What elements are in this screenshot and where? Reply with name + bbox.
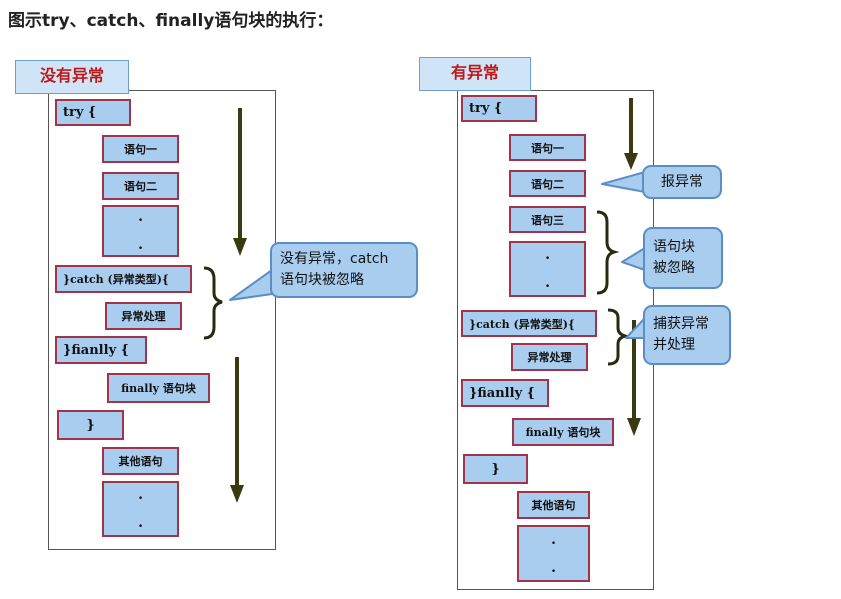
right-catch-bubble: 捕获异常 并处理 bbox=[643, 305, 731, 365]
ellipsis-dot: . bbox=[138, 487, 143, 503]
bubble-line: 语句块被忽略 bbox=[280, 272, 364, 288]
bubble-line: 捕获异常 bbox=[653, 316, 709, 332]
left-panel-tab: 没有异常 bbox=[15, 60, 129, 94]
right-finally-block-box: finally 语句块 bbox=[512, 418, 614, 446]
left-flow-arrow-bottom bbox=[230, 357, 244, 503]
right-skip-bubble-tail bbox=[621, 247, 646, 271]
right-error-bubble: 报异常 bbox=[642, 165, 722, 199]
left-finally-block-box: finally 语句块 bbox=[107, 373, 210, 403]
right-exception-handling-box: 异常处理 bbox=[511, 343, 588, 371]
left-other-statements-box: 其他语句 bbox=[102, 447, 179, 475]
left-bubble-tail bbox=[229, 269, 273, 301]
left-flow-arrow-top bbox=[233, 108, 247, 256]
ellipsis-dot: . bbox=[545, 247, 550, 263]
left-more-statements-box: . . bbox=[102, 205, 179, 257]
right-statement-one-box: 语句一 bbox=[509, 134, 586, 161]
right-statement-two-box: 语句二 bbox=[509, 170, 586, 197]
bubble-line: 语句块 bbox=[653, 239, 695, 255]
bubble-line: 被忽略 bbox=[653, 260, 695, 276]
left-try-box: try { bbox=[55, 99, 131, 126]
bubble-line: 没有异常，catch bbox=[280, 251, 389, 267]
ellipsis-dot: . bbox=[545, 275, 550, 291]
page-title: 图示try、catch、finally语句块的执行： bbox=[8, 11, 334, 31]
ellipsis-dot: . bbox=[551, 531, 556, 548]
right-catch-brace bbox=[607, 308, 631, 366]
ellipsis-dot: . bbox=[138, 237, 143, 253]
left-statement-two-box: 语句二 bbox=[102, 172, 179, 200]
left-statement-one-box: 语句一 bbox=[102, 135, 179, 163]
right-panel-tab: 有异常 bbox=[419, 57, 531, 91]
left-catch-brace bbox=[203, 266, 223, 340]
bubble-line: 并处理 bbox=[653, 337, 695, 353]
right-close-brace-box: } bbox=[463, 454, 528, 484]
right-skip-brace bbox=[596, 210, 620, 295]
left-catch-box: }catch (异常类型){ bbox=[55, 265, 192, 293]
ellipsis-dot: . bbox=[138, 515, 143, 531]
right-statement-three-box: 语句三 bbox=[509, 206, 586, 233]
right-more-other-box: . . bbox=[517, 525, 590, 582]
left-close-brace-box: } bbox=[57, 410, 124, 440]
left-no-exception-bubble: 没有异常，catch 语句块被忽略 bbox=[270, 242, 418, 298]
left-exception-handling-box: 异常处理 bbox=[105, 302, 182, 330]
right-finally-box: }fianlly { bbox=[461, 379, 549, 407]
right-more-statements-box: . . bbox=[509, 241, 586, 297]
right-flow-arrow-top bbox=[624, 98, 638, 170]
ellipsis-dot: . bbox=[551, 559, 556, 576]
left-finally-box: }fianlly { bbox=[55, 336, 147, 364]
right-other-statements-box: 其他语句 bbox=[517, 491, 590, 519]
right-error-bubble-tail bbox=[601, 171, 646, 193]
right-catch-box: }catch (异常类型){ bbox=[461, 310, 597, 337]
right-skip-bubble: 语句块 被忽略 bbox=[643, 227, 723, 289]
right-try-box: try { bbox=[461, 95, 537, 122]
ellipsis-dot: . bbox=[138, 209, 143, 225]
bubble-line: 报异常 bbox=[661, 173, 703, 190]
left-more-other-box: . . bbox=[102, 481, 179, 537]
